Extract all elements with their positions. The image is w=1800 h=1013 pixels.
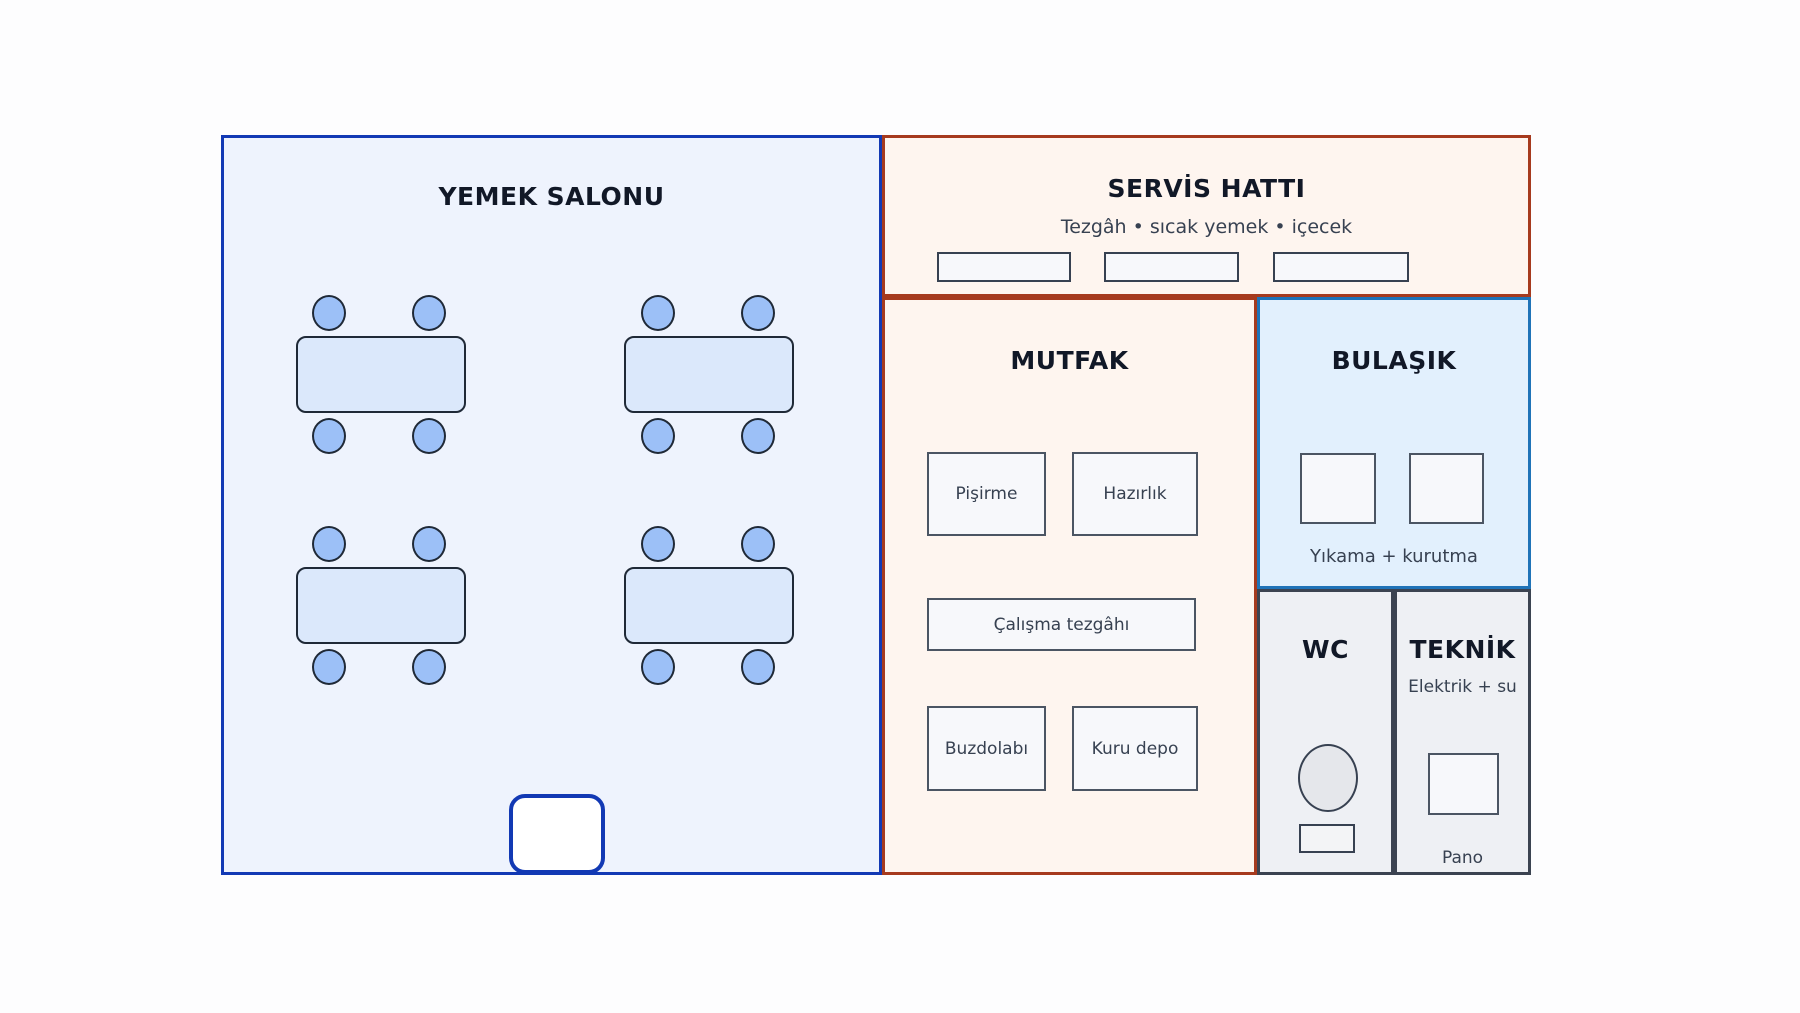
chair <box>312 649 346 685</box>
technical-title: TEKNİK <box>1409 635 1516 664</box>
dining-table <box>624 567 794 644</box>
dining-hall-zone: YEMEK SALONU <box>221 135 882 875</box>
chair <box>312 526 346 562</box>
chair <box>312 295 346 331</box>
service-line-title: SERVİS HATTI <box>1107 174 1306 203</box>
dishwashing-zone: BULAŞIK Yıkama + kurutma <box>1257 297 1531 589</box>
chair <box>741 526 775 562</box>
dishwasher-unit <box>1300 453 1376 524</box>
chair <box>641 418 675 454</box>
dining-table <box>296 567 466 644</box>
service-line-zone: SERVİS HATTI Tezgâh • sıcak yemek • içec… <box>882 135 1531 297</box>
panel-label: Pano <box>1441 848 1484 868</box>
wc-title: WC <box>1302 635 1349 664</box>
chair <box>641 526 675 562</box>
dishwashing-caption: Yıkama + kurutma <box>1310 546 1478 567</box>
chair <box>741 649 775 685</box>
workbench: Çalışma tezgâhı <box>927 598 1196 651</box>
dishwasher-unit <box>1409 453 1484 524</box>
toilet-bowl <box>1298 744 1358 812</box>
dining-table <box>296 336 466 413</box>
chair <box>412 295 446 331</box>
kitchen-zone: MUTFAK Pişirme Hazırlık Çalışma tezgâhı … <box>882 297 1257 875</box>
chair <box>412 418 446 454</box>
dining-table <box>624 336 794 413</box>
service-counter <box>1104 252 1239 282</box>
service-counter <box>937 252 1071 282</box>
technical-subtitle: Elektrik + su <box>1408 677 1517 697</box>
sink <box>1299 824 1355 853</box>
chair <box>741 418 775 454</box>
prep-station: Hazırlık <box>1072 452 1198 536</box>
technical-zone: TEKNİK Elektrik + su Pano <box>1394 589 1531 875</box>
chair <box>412 649 446 685</box>
fridge: Buzdolabı <box>927 706 1046 791</box>
chair <box>312 418 346 454</box>
wc-zone: WC <box>1257 589 1394 875</box>
entrance-door <box>509 794 605 874</box>
dining-hall-title: YEMEK SALONU <box>438 182 665 211</box>
electrical-panel <box>1428 753 1499 815</box>
chair <box>641 649 675 685</box>
chair <box>412 526 446 562</box>
kitchen-title: MUTFAK <box>1010 346 1129 375</box>
cooking-station: Pişirme <box>927 452 1046 536</box>
dry-storage: Kuru depo <box>1072 706 1198 791</box>
chair <box>641 295 675 331</box>
chair <box>741 295 775 331</box>
service-counter <box>1273 252 1409 282</box>
dishwashing-title: BULAŞIK <box>1331 346 1457 375</box>
service-line-subtitle: Tezgâh • sıcak yemek • içecek <box>1060 216 1353 238</box>
